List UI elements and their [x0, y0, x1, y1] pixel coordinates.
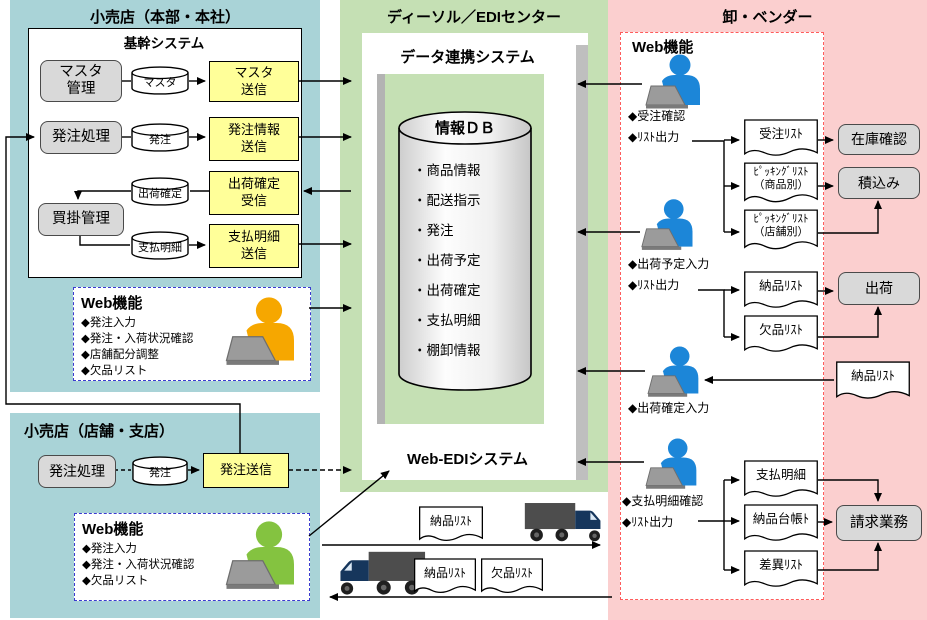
doc-label: 差異ﾘｽﾄ — [759, 558, 803, 572]
payment-db-cylinder-icon: 支払明細 — [131, 231, 189, 260]
edi-panel-title: ディーソル／EDIセンター — [387, 9, 561, 26]
store-web-title: Web機能 — [82, 521, 144, 538]
vendor-user-icon-4 — [644, 438, 704, 492]
master-send-box: マスタ 送信 — [209, 61, 299, 102]
doc-delivery-list-standalone: 納品ﾘｽﾄ — [836, 361, 910, 403]
loading-box: 積込み — [838, 167, 920, 199]
doc-shortage-list: 欠品ﾘｽﾄ — [744, 315, 818, 356]
order-db-cylinder-icon: 発注 — [131, 123, 189, 152]
store-order-send-box: 発注送信 — [203, 453, 289, 488]
doc-delivery-ledger: 納品台帳ﾄ — [744, 504, 818, 545]
info-db-title: 情報ＤＢ — [434, 120, 495, 137]
master-db-cylinder-icon: マスタ — [131, 66, 189, 95]
ship-confirm-db-label: 出荷確定 — [138, 188, 182, 200]
hq-web-bullet: ◆欠品リスト — [81, 365, 148, 377]
doc-shortage-list-truck-bottom: 欠品ﾘｽﾄ — [481, 558, 543, 597]
vendor-person3-bullets: ◆出荷確定入力 — [628, 398, 709, 419]
web-edi-system-title: Web-EDIシステム — [407, 451, 528, 468]
doc-sublabel: （店舗別） — [753, 226, 809, 238]
order-info-send-box: 発注情報 送信 — [209, 117, 299, 161]
doc-label: 受注ﾘｽﾄ — [759, 127, 803, 141]
doc-label: 納品ﾘｽﾄ — [429, 514, 472, 528]
vendor-bullet: ◆ﾘｽﾄ出力 — [628, 278, 680, 292]
order-db-label: 発注 — [149, 134, 171, 146]
store-order-processing-box: 発注処理 — [38, 455, 116, 488]
core-system-title: 基幹システム — [123, 36, 205, 51]
vendor-bullet: ◆受注確認 — [628, 109, 686, 123]
ship-confirm-receive-box: 出荷確定 受信 — [209, 171, 299, 215]
inner-panel-shadow — [377, 74, 385, 424]
hq-web-bullet: ◆発注・入荷状況確認 — [81, 333, 194, 345]
vendor-person4-bullets: ◆支払明細確認 ◆ﾘｽﾄ出力 — [622, 491, 703, 533]
store-user-icon — [224, 518, 304, 596]
info-db-cylinder-icon — [397, 110, 533, 394]
vendor-bullet: ◆ﾘｽﾄ出力 — [628, 130, 680, 144]
truck-icon-right — [524, 497, 608, 546]
doc-label: 納品台帳ﾄ — [752, 512, 810, 526]
doc-picking-list-by-product: ﾋﾟｯｷﾝｸﾞﾘｽﾄ （商品別） — [744, 162, 818, 207]
hq-web-bullet: ◆店舗配分調整 — [81, 349, 159, 361]
hq-web-bullet: ◆発注入力 — [81, 317, 136, 329]
payable-management-box: 買掛管理 — [38, 203, 124, 236]
info-db-items: ・商品情報 ・配送指示 ・発注 ・出荷予定 ・出荷確定 ・支払明細 ・棚卸情報 — [413, 163, 481, 358]
doc-label: 納品ﾘｽﾄ — [423, 566, 466, 580]
doc-label: 納品ﾘｽﾄ — [851, 369, 895, 383]
doc-label: 支払明細 — [755, 468, 806, 482]
doc-difference-list: 差異ﾘｽﾄ — [744, 550, 818, 591]
stock-check-box: 在庫確認 — [838, 124, 920, 155]
doc-delivery-list-truck-top: 納品ﾘｽﾄ — [419, 506, 483, 545]
ship-confirm-db-cylinder-icon: 出荷確定 — [131, 177, 189, 206]
vendor-bullet: ◆支払明細確認 — [622, 494, 704, 508]
vendor-web-title: Web機能 — [632, 39, 694, 56]
vendor-person1-bullets: ◆受注確認 ◆ﾘｽﾄ出力 — [628, 106, 685, 148]
store-web-bullet: ◆発注・入荷状況確認 — [82, 559, 195, 571]
doc-delivery-list-truck-bottom: 納品ﾘｽﾄ — [414, 558, 476, 597]
order-processing-box: 発注処理 — [40, 121, 122, 154]
doc-sublabel: （商品別） — [753, 179, 809, 191]
hq-web-title: Web機能 — [81, 295, 143, 312]
vendor-bullet: ◆出荷確定入力 — [628, 401, 710, 415]
store-panel-title: 小売店（店舗・支店） — [24, 423, 175, 440]
doc-label: 欠品ﾘｽﾄ — [759, 323, 803, 337]
vendor-user-icon-3 — [646, 346, 706, 400]
store-order-db-label: 発注 — [149, 467, 171, 479]
data-link-system-title: データ連携システム — [400, 49, 535, 66]
doc-delivery-list: 納品ﾘｽﾄ — [744, 271, 818, 312]
vendor-bullet: ◆出荷予定入力 — [628, 257, 710, 271]
hq-panel-title: 小売店（本部・本社） — [89, 9, 240, 26]
vendor-bullet: ◆ﾘｽﾄ出力 — [622, 515, 674, 529]
payment-detail-send-box: 支払明細 送信 — [209, 224, 299, 268]
shipping-box: 出荷 — [838, 272, 920, 305]
payment-db-label: 支払明細 — [138, 242, 182, 254]
doc-picking-list-by-store: ﾋﾟｯｷﾝｸﾞﾘｽﾄ （店舗別） — [744, 209, 818, 254]
hq-web-bullets: ◆発注入力 ◆発注・入荷状況確認 ◆店舗配分調整 ◆欠品リスト — [81, 315, 193, 379]
vendor-user-icon-2 — [640, 198, 700, 254]
master-db-label: マスタ — [143, 77, 177, 89]
truck-icon-left — [328, 549, 430, 596]
doc-label: ﾋﾟｯｷﾝｸﾞﾘｽﾄ — [753, 213, 809, 225]
doc-payment-detail: 支払明細 — [744, 460, 818, 501]
store-web-bullets: ◆発注入力 ◆発注・入荷状況確認 ◆欠品リスト — [82, 541, 194, 589]
store-order-db-cylinder-icon: 発注 — [132, 456, 188, 486]
hq-user-icon — [224, 293, 304, 373]
vendor-panel-title: 卸・ベンダー — [722, 9, 813, 26]
master-management-box: マスタ 管理 — [40, 60, 122, 102]
billing-work-box: 請求業務 — [836, 505, 922, 541]
doc-order-list: 受注ﾘｽﾄ — [744, 119, 818, 160]
vendor-person2-bullets: ◆出荷予定入力 ◆ﾘｽﾄ出力 — [628, 254, 709, 296]
doc-label: 納品ﾘｽﾄ — [759, 279, 803, 293]
store-web-bullet: ◆欠品リスト — [82, 575, 149, 587]
vendor-user-icon-1 — [644, 54, 708, 112]
store-web-bullet: ◆発注入力 — [82, 543, 137, 555]
doc-label: ﾋﾟｯｷﾝｸﾞﾘｽﾄ — [753, 166, 809, 178]
doc-label: 欠品ﾘｽﾄ — [490, 566, 533, 580]
